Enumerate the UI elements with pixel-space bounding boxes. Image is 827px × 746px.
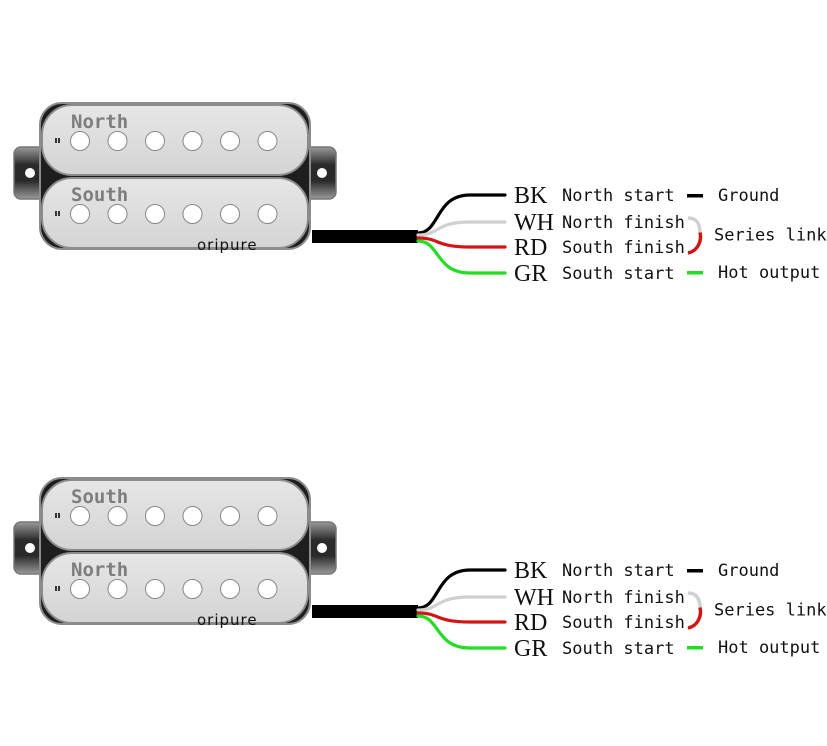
wire-leads (416, 568, 507, 650)
wire-wh (416, 220, 507, 237)
wire-gr (416, 614, 507, 650)
wire-code-rd: RD (514, 610, 547, 636)
coil-marker-icon (55, 138, 60, 143)
cable (312, 605, 418, 618)
wire-code-gr: GR (514, 636, 547, 662)
pole-piece (182, 506, 203, 526)
series-link-label: Series link (714, 226, 827, 246)
pole-piece (182, 579, 203, 599)
pole-piece (220, 579, 240, 599)
pole-piece (70, 579, 90, 599)
pole-piece (145, 204, 165, 224)
pole-piece (70, 204, 90, 224)
wire-code-bk: BK (514, 558, 548, 584)
series-link-red-icon (687, 607, 703, 630)
coil-label-north: North (71, 111, 128, 133)
brand-logo: oripure (197, 611, 258, 629)
coil-label-south: South (71, 486, 128, 508)
pole-piece (220, 204, 240, 224)
ground-dash-icon (687, 194, 703, 198)
wire-description-wh: North finish (562, 213, 685, 233)
pole-piece (107, 506, 128, 526)
coil-cover (41, 479, 309, 551)
pole-piece (70, 506, 90, 526)
pole-piece (145, 506, 165, 526)
ground-label: Ground (718, 186, 779, 206)
wire-bk (416, 568, 507, 610)
wire-description-wh: North finish (562, 588, 685, 608)
wire-code-rd: RD (514, 235, 547, 261)
pole-piece (107, 204, 128, 224)
coil-bottom: South (41, 177, 309, 249)
wire-rd (416, 611, 507, 624)
series-link-label: Series link (714, 601, 827, 621)
coil-label-south: South (71, 184, 128, 206)
pole-piece (145, 579, 165, 599)
coil-marker-icon (55, 586, 60, 591)
coil-marker-icon (55, 513, 60, 518)
pole-piece (257, 204, 278, 224)
cable (312, 230, 418, 243)
pole-piece (220, 131, 240, 151)
coil-bottom: North (41, 552, 309, 624)
wire-description-bk: North start (562, 561, 675, 581)
ground-label: Ground (718, 561, 779, 581)
wire-wh (416, 595, 507, 612)
mounting-hole-icon (25, 543, 35, 553)
coil-cover (41, 552, 309, 624)
wire-code-gr: GR (514, 261, 547, 287)
wire-bk (416, 193, 507, 235)
pole-piece (70, 131, 90, 151)
series-link-white-icon (687, 216, 702, 233)
pole-piece (182, 131, 203, 151)
coil-cover (41, 177, 309, 249)
wire-rd (416, 236, 507, 249)
pole-piece (182, 204, 203, 224)
pole-piece (107, 579, 128, 599)
series-link-red-icon (687, 232, 703, 255)
wire-description-gr: South start (562, 264, 675, 284)
pole-piece (145, 131, 165, 151)
pole-piece (220, 506, 240, 526)
coil-cover (41, 104, 309, 176)
hot-dash-icon (687, 646, 703, 650)
wire-description-gr: South start (562, 639, 675, 659)
pole-piece (257, 506, 278, 526)
pole-piece (107, 131, 128, 151)
coil-top: North (41, 104, 309, 176)
wire-leads (416, 193, 507, 275)
coil-label-north: North (71, 559, 128, 581)
wire-code-wh: WH (514, 585, 554, 611)
hot-output-label: Hot output (718, 638, 820, 658)
coil-top: South (41, 479, 309, 551)
ground-dash-icon (687, 569, 703, 573)
mounting-hole-icon (317, 168, 327, 178)
pole-piece (257, 579, 278, 599)
wire-gr (416, 239, 507, 275)
coil-marker-icon (55, 211, 60, 216)
wire-code-bk: BK (514, 183, 548, 209)
wire-description-bk: North start (562, 186, 675, 206)
wire-description-rd: South finish (562, 613, 685, 633)
pole-piece (257, 131, 278, 151)
wire-description-rd: South finish (562, 238, 685, 258)
series-link-white-icon (687, 591, 702, 608)
brand-logo: oripure (197, 236, 258, 254)
hot-output-label: Hot output (718, 263, 820, 283)
mounting-hole-icon (317, 543, 327, 553)
mounting-hole-icon (25, 168, 35, 178)
hot-dash-icon (687, 271, 703, 275)
wire-code-wh: WH (514, 210, 554, 236)
